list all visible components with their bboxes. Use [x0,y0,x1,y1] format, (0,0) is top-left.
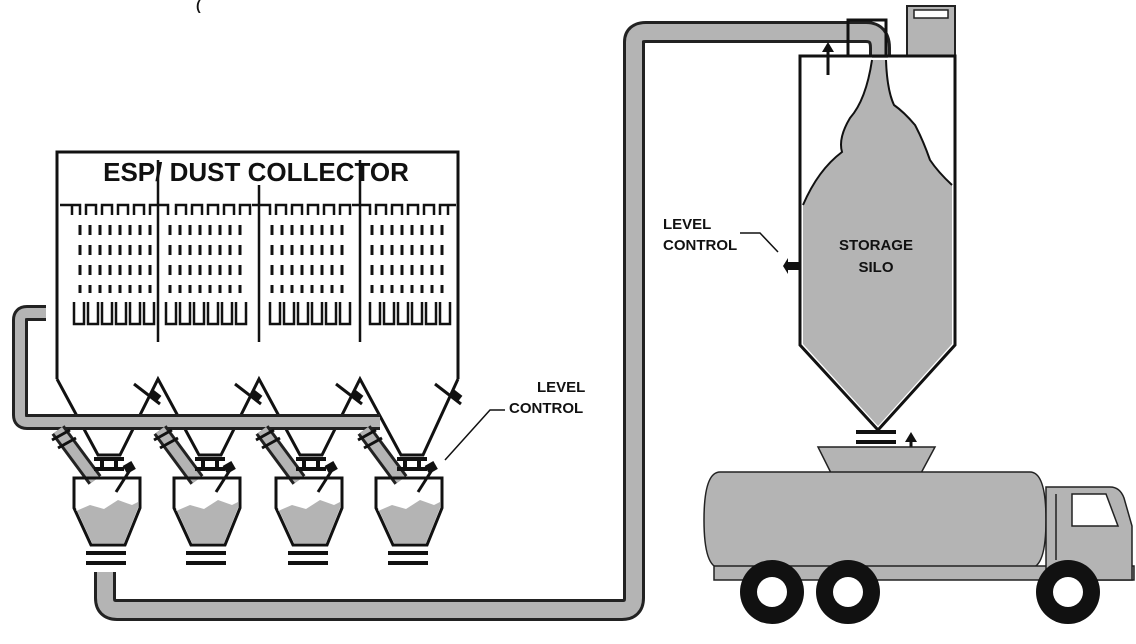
conveying-pipeline [94,21,891,621]
transfer-vessels [72,457,444,565]
silo-level-control: LEVEL CONTROL [663,216,779,254]
silo-level-control-line2: CONTROL [663,237,737,254]
truck-wheels [740,560,1100,624]
storage-silo-label-line2: SILO [858,259,893,276]
esp-title: ESP/ DUST COLLECTOR [103,157,409,187]
esp-dust-collector: ESP/ DUST COLLECTOR [55,150,463,457]
storage-silo: STORAGE SILO [783,5,957,458]
air-supply-pipe [12,305,408,485]
hopper-level-control-line2: CONTROL [509,400,583,417]
svg-text:(: ( [196,0,201,13]
tanker-truck [703,446,1135,624]
storage-silo-label-line1: STORAGE [839,237,913,254]
hopper-level-control-line1: LEVEL [537,379,585,396]
hopper-level-control: LEVEL CONTROL [444,379,585,461]
silo-level-control-line1: LEVEL [663,216,711,233]
